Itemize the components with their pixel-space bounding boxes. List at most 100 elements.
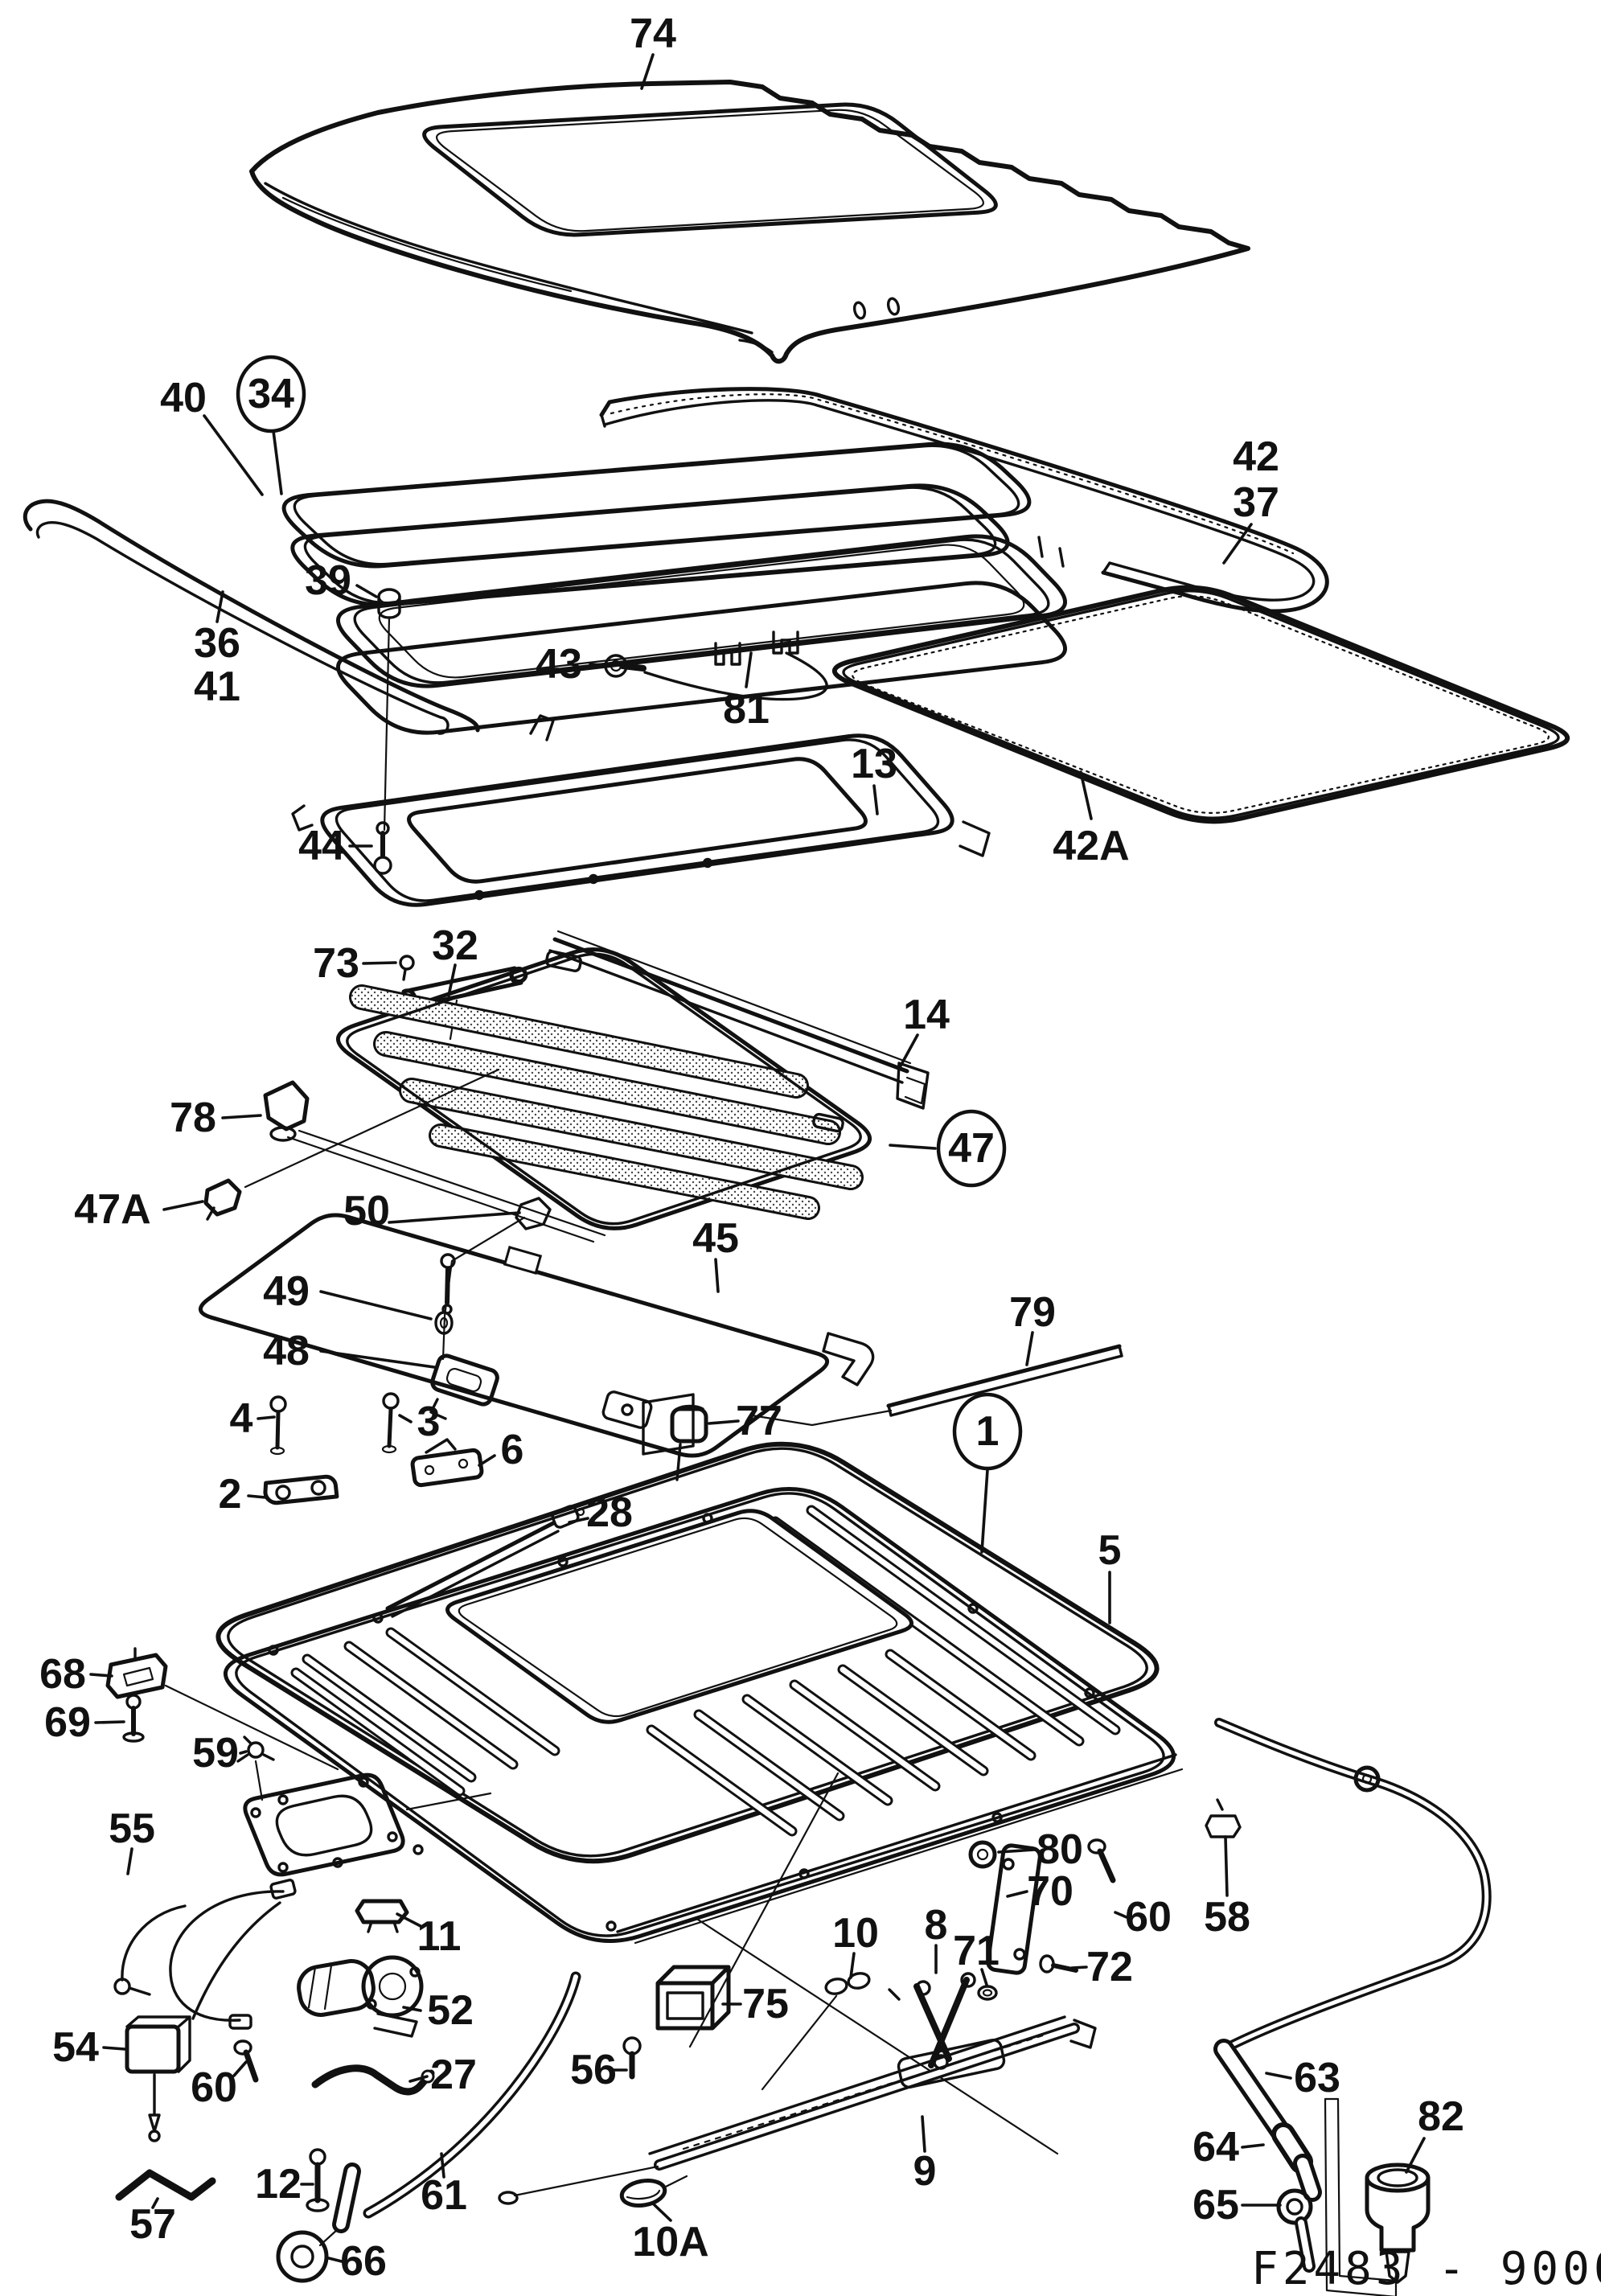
- callout-12: 12: [255, 2161, 314, 2208]
- roof-panel-drawing: [249, 80, 1250, 364]
- leader-line-77: [708, 1419, 740, 1425]
- callout-44: 44: [298, 823, 373, 869]
- callout-number-3: 3: [417, 1399, 441, 1445]
- relay-54-drawing: [125, 2015, 191, 2142]
- callout-65: 65: [1193, 2182, 1282, 2228]
- callout-number-49: 49: [263, 1268, 310, 1315]
- callout-number-42A: 42A: [1053, 823, 1129, 869]
- callout-61: 61: [421, 2152, 467, 2219]
- callout-number-55: 55: [109, 1805, 155, 1852]
- callout-10A: 10A: [632, 2202, 709, 2265]
- sunshade-45-drawing: [198, 1197, 875, 1458]
- callout-number-47: 47: [948, 1125, 995, 1172]
- callout-number-40: 40: [160, 375, 207, 421]
- callout-40: 40: [160, 375, 264, 496]
- callout-49: 49: [263, 1268, 433, 1321]
- leader-line-42A: [1079, 770, 1093, 820]
- callout-number-10: 10: [832, 1910, 879, 1957]
- bracket-68-drawing: [105, 1647, 339, 1771]
- callout-3: 3: [398, 1399, 441, 1445]
- grommet-49-drawing: [434, 1311, 454, 1335]
- callout-number-39: 39: [305, 557, 351, 604]
- callout-68: 68: [39, 1651, 113, 1698]
- motor-52-drawing: [297, 1955, 424, 2038]
- callout-number-61: 61: [421, 2172, 467, 2219]
- rail-9-drawing: [498, 1772, 1097, 2205]
- leader-line-34: [272, 429, 283, 495]
- right-drain-drawing: [1213, 1718, 1492, 2273]
- callout-number-54: 54: [52, 2024, 99, 2071]
- leader-line-57: [151, 2197, 159, 2209]
- weatherstrip-42-drawing: [599, 387, 1329, 614]
- callout-number-82: 82: [1418, 2093, 1464, 2140]
- callout-number-42: 42: [1233, 433, 1279, 480]
- callout-66: 66: [327, 2238, 387, 2285]
- callout-number-41: 41: [194, 663, 240, 710]
- leader-line-9: [921, 2115, 926, 2153]
- leader-line-66: [327, 2257, 343, 2263]
- callout-number-57: 57: [129, 2201, 176, 2248]
- callout-13: 13: [851, 741, 897, 815]
- callout-80: 80: [997, 1826, 1083, 1873]
- leader-line-40: [203, 414, 264, 496]
- screw-50-drawing: [440, 1253, 456, 1315]
- callout-number-6: 6: [501, 1427, 524, 1473]
- callout-number-68: 68: [39, 1651, 86, 1698]
- callout-number-13: 13: [851, 741, 897, 787]
- nut-39-screw-44-drawing: [373, 588, 401, 875]
- callout-number-58: 58: [1204, 1894, 1250, 1941]
- leader-line-60: [232, 2060, 248, 2077]
- callout-5: 5: [1098, 1527, 1121, 1624]
- callout-34: 34: [236, 355, 306, 495]
- callout-number-44: 44: [298, 823, 345, 869]
- callout-60b: 60: [1114, 1894, 1172, 1941]
- callout-56: 56: [570, 2047, 628, 2093]
- rod-57-drawing: [115, 2169, 216, 2201]
- clip-10-drawing: [761, 1972, 871, 2091]
- callout-43: 43: [536, 641, 608, 688]
- callout-number-81: 81: [723, 686, 770, 733]
- leader-line-43: [589, 663, 608, 667]
- callout-number-2: 2: [219, 1471, 242, 1518]
- callout-78: 78: [170, 1095, 262, 1141]
- leader-line-81: [745, 651, 753, 688]
- leader-line-28: [568, 1517, 589, 1524]
- callout-number-48: 48: [263, 1328, 310, 1374]
- callout-6: 6: [478, 1427, 524, 1473]
- frame-34-drawing: [290, 483, 1010, 607]
- leader-line-48: [319, 1349, 436, 1369]
- callout-number-14: 14: [903, 992, 950, 1038]
- leader-line-14: [897, 1033, 919, 1070]
- frame-rib-pattern: [290, 1505, 1121, 1837]
- callout-number-52: 52: [427, 1987, 474, 2034]
- callout-number-4: 4: [230, 1395, 253, 1442]
- callout-63: 63: [1265, 2055, 1340, 2101]
- leader-line-36: [216, 590, 224, 623]
- callout-82: 82: [1405, 2093, 1464, 2174]
- callout-number-80: 80: [1037, 1826, 1083, 1873]
- lid-frame-drawing: [336, 534, 1067, 735]
- callout-number-72: 72: [1086, 1944, 1133, 1990]
- leader-line-64: [1241, 2143, 1265, 2149]
- slide-frame-13-drawing: [291, 714, 991, 907]
- callout-41: 41: [194, 663, 240, 710]
- callout-52: 52: [402, 1987, 474, 2034]
- callout-circle-47: [936, 1109, 1007, 1188]
- callout-14: 14: [897, 992, 950, 1070]
- leader-line-6: [478, 1454, 496, 1467]
- callout-57: 57: [129, 2197, 176, 2248]
- leader-line-72: [1070, 1965, 1088, 1969]
- callout-10: 10: [832, 1910, 879, 1979]
- callout-55: 55: [109, 1805, 155, 1875]
- callout-circle-1: [952, 1392, 1023, 1471]
- callout-42: 42: [1233, 433, 1279, 480]
- callout-58: 58: [1204, 1835, 1250, 1941]
- callout-number-60: 60: [191, 2064, 237, 2111]
- lifter-8-drawing: [888, 1972, 1006, 2089]
- callout-73: 73: [313, 940, 397, 987]
- callout-77: 77: [708, 1398, 782, 1444]
- screw-12-drawing: [306, 2148, 330, 2212]
- cable-81: [643, 651, 828, 701]
